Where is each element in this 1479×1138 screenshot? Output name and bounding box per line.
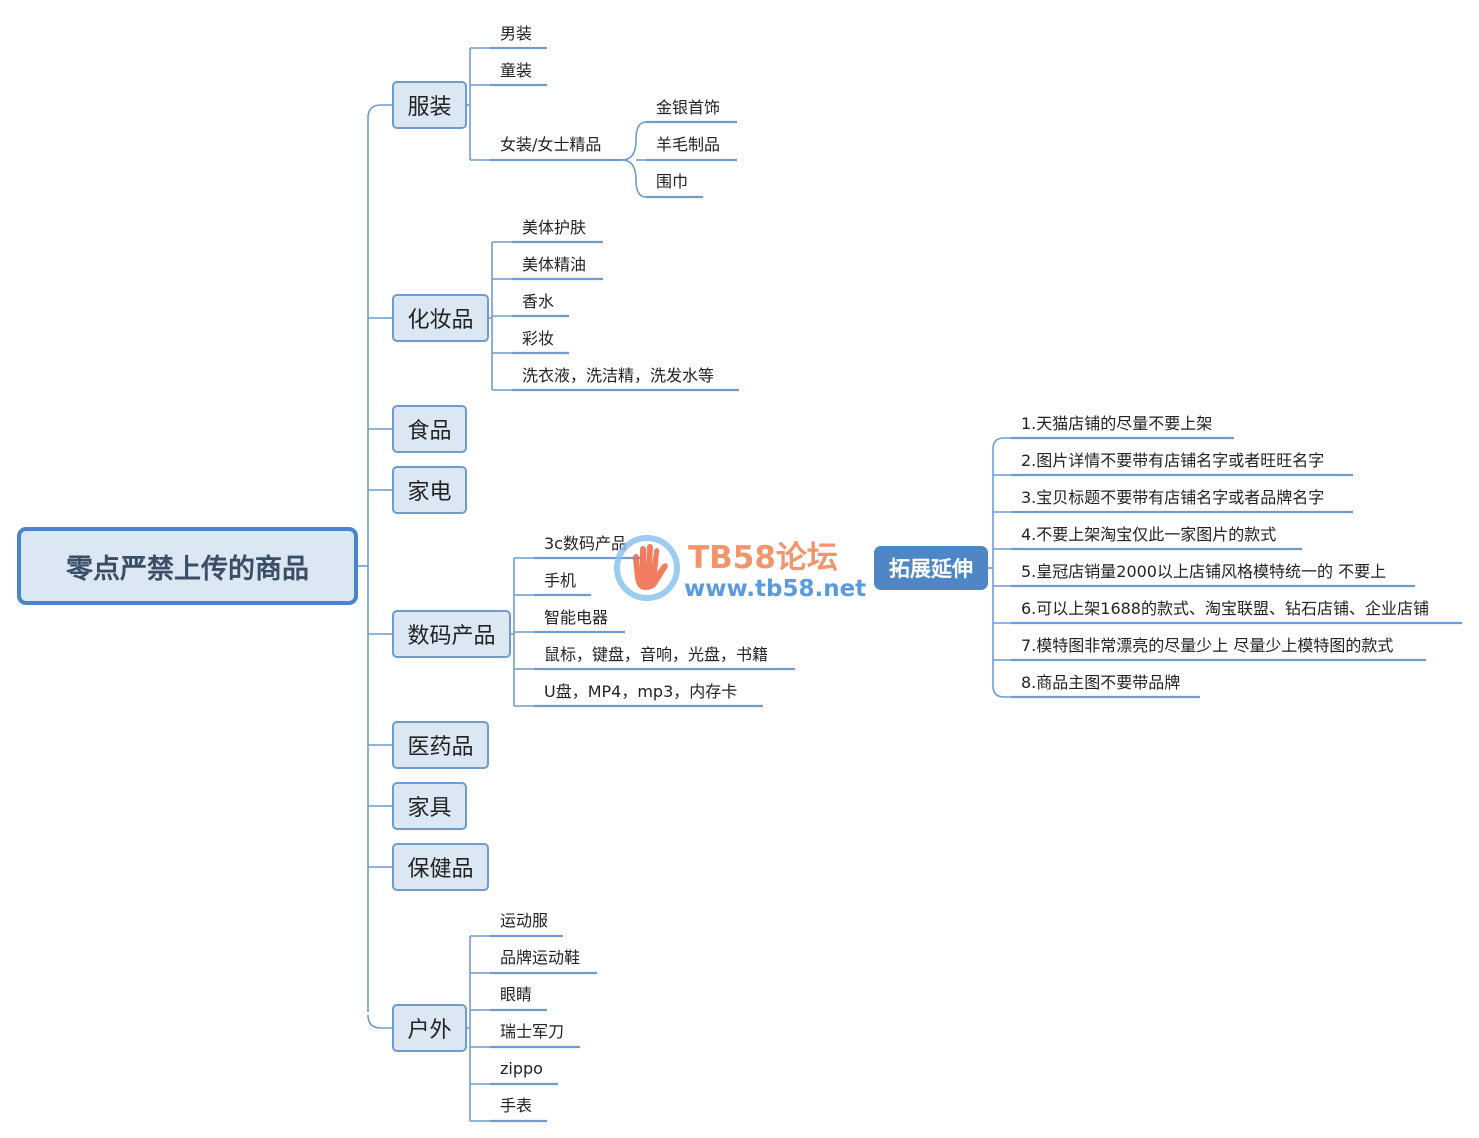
leaf-3c[interactable]: 3c数码产品: [544, 534, 627, 553]
watermark-url: www.tb58.net: [684, 576, 867, 602]
connector-line: [367, 1014, 392, 1029]
leaf-skincare[interactable]: 美体护肤: [522, 218, 587, 237]
extension-item[interactable]: 7.模特图非常漂亮的尽量少上 尽量少上模特图的款式: [1021, 636, 1394, 655]
extension-item[interactable]: 8.商品主图不要带品牌: [1021, 673, 1181, 692]
connector-line: [992, 685, 1011, 698]
leaf-phone[interactable]: 手机: [544, 571, 577, 590]
leaf-peripherals[interactable]: 鼠标，键盘，音响，光盘，书籍: [544, 645, 769, 664]
category-clothing[interactable]: 服装: [392, 81, 467, 129]
connector-line: [621, 139, 637, 161]
category-outdoor[interactable]: 户外: [392, 1004, 467, 1052]
extension-item[interactable]: 4.不要上架淘宝仅此一家图片的款式: [1021, 525, 1277, 544]
extension-item[interactable]: 2.图片详情不要带有店铺名字或者旺旺名字: [1021, 451, 1325, 470]
leaf-sportswear[interactable]: 运动服: [500, 911, 549, 930]
extension-item[interactable]: 5.皇冠店销量2000以上店铺风格模特统一的 不要上: [1021, 562, 1387, 581]
leaf-wool[interactable]: 羊毛制品: [656, 135, 721, 154]
leaf-menswear[interactable]: 男装: [500, 24, 533, 43]
leaf-jewelry[interactable]: 金银首饰: [656, 98, 721, 117]
root-topic[interactable]: 零点严禁上传的商品: [17, 527, 358, 605]
hand-logo-icon: [614, 535, 680, 601]
extension-topic[interactable]: 拓展延伸: [874, 546, 988, 590]
leaf-makeup[interactable]: 彩妆: [522, 329, 555, 348]
category-appliances[interactable]: 家电: [392, 466, 467, 514]
leaf-watch[interactable]: 手表: [500, 1096, 533, 1115]
connector-line: [635, 179, 647, 198]
leaf-essential-oil[interactable]: 美体精油: [522, 255, 587, 274]
category-furniture[interactable]: 家具: [392, 782, 467, 830]
category-digital[interactable]: 数码产品: [392, 610, 511, 658]
connector-line: [621, 159, 637, 181]
connector-line: [992, 437, 1011, 450]
connector-line: [367, 104, 392, 119]
category-medicine[interactable]: 医药品: [392, 721, 489, 769]
category-cosmetics[interactable]: 化妆品: [392, 294, 489, 342]
extension-item[interactable]: 1.天猫店铺的尽量不要上架: [1021, 414, 1213, 433]
leaf-kidswear[interactable]: 童装: [500, 61, 533, 80]
category-health[interactable]: 保健品: [392, 843, 489, 891]
connector-line: [635, 121, 647, 141]
extension-item[interactable]: 6.可以上架1688的款式、淘宝联盟、钻石店铺、企业店铺: [1021, 599, 1429, 618]
leaf-swiss-knife[interactable]: 瑞士军刀: [500, 1022, 565, 1041]
leaf-glasses[interactable]: 眼睛: [500, 985, 533, 1004]
category-food[interactable]: 食品: [392, 405, 467, 453]
leaf-storage[interactable]: U盘，MP4，mp3，内存卡: [544, 682, 738, 701]
leaf-scarf[interactable]: 围巾: [656, 172, 689, 191]
leaf-sneakers[interactable]: 品牌运动鞋: [500, 948, 581, 967]
leaf-womenswear[interactable]: 女装/女士精品: [500, 135, 602, 154]
extension-item[interactable]: 3.宝贝标题不要带有店铺名字或者品牌名字: [1021, 488, 1325, 507]
leaf-perfume[interactable]: 香水: [522, 292, 555, 311]
leaf-detergents[interactable]: 洗衣液，洗洁精，洗发水等: [522, 366, 715, 385]
leaf-zippo[interactable]: zippo: [500, 1059, 543, 1078]
leaf-smart-appliances[interactable]: 智能电器: [544, 608, 609, 627]
watermark-title: TB58论坛: [688, 540, 838, 576]
